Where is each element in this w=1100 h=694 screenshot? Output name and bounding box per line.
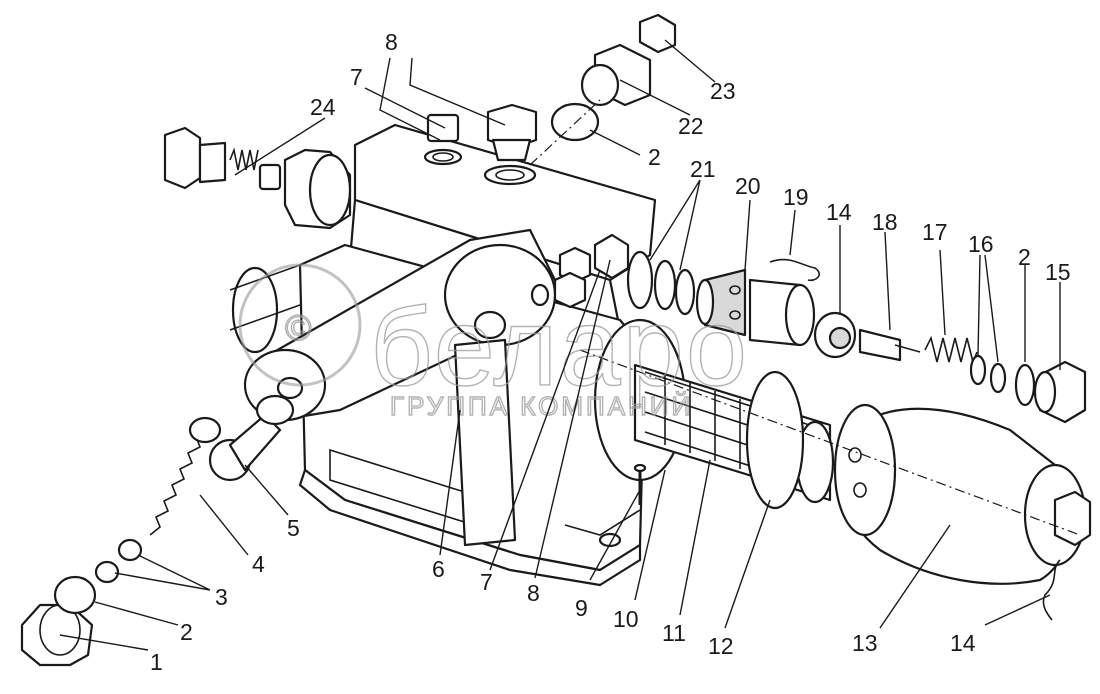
cotter-pin-19 — [769, 258, 820, 282]
watermark-logo: © беларо ГРУППА КОМПАНИЙ — [238, 263, 749, 422]
axis-top — [529, 99, 601, 166]
callout-12: 12 — [708, 633, 734, 659]
callout-2-right: 2 — [1018, 244, 1031, 270]
nut-23 — [638, 13, 677, 54]
callout-24: 24 — [310, 94, 336, 120]
callout-8-top: 8 — [385, 29, 398, 55]
cotter-pin-14-bottom — [1042, 559, 1061, 621]
leader-lines — [59, 39, 1061, 651]
callout-7-top: 7 — [350, 64, 363, 90]
callout-2-top: 2 — [648, 144, 661, 170]
callout-15: 15 — [1045, 259, 1071, 285]
callout-18: 18 — [872, 209, 898, 235]
callout-14-top: 14 — [826, 199, 852, 225]
callout-11: 11 — [662, 620, 686, 646]
plug-1 — [20, 603, 94, 667]
valve-spool-20 — [695, 268, 816, 347]
filter-cap-13 — [833, 403, 1092, 585]
callout-4: 4 — [252, 551, 265, 577]
pin-9 — [633, 463, 647, 505]
plug-7-top — [423, 113, 463, 166]
callout-13: 13 — [852, 630, 878, 656]
tie-rod-5 — [188, 394, 295, 482]
callout-23: 23 — [710, 78, 736, 104]
callout-labels: 1 2 3 4 5 6 7 8 9 10 11 12 13 14 7 8 24 … — [150, 29, 1071, 675]
callout-14-bottom: 14 — [950, 630, 976, 656]
relief-valve-24 — [163, 126, 352, 230]
ring-2-right — [1014, 363, 1036, 407]
washers-16 — [969, 354, 1007, 394]
watermark-brand: беларо — [370, 286, 749, 409]
o-ring-12 — [745, 370, 805, 510]
callout-6: 6 — [432, 556, 445, 582]
watermark-subtitle: ГРУППА КОМПАНИЙ — [390, 391, 693, 421]
washer-3a — [94, 560, 120, 584]
valve-ball-14-pin-18 — [813, 311, 921, 362]
callout-2-bottom-left: 2 — [180, 619, 193, 645]
bolts-on-bracket — [530, 233, 630, 309]
plug-8-top — [483, 103, 538, 186]
axis-filter — [579, 349, 1081, 536]
callout-10: 10 — [613, 606, 639, 632]
washer-2-left — [53, 575, 97, 615]
svg-text:©: © — [285, 307, 312, 348]
fitting-22 — [580, 43, 652, 107]
callout-20: 20 — [735, 173, 761, 199]
callout-21: 21 — [690, 156, 716, 182]
ring-2-top — [550, 102, 600, 142]
callout-19: 19 — [783, 184, 809, 210]
callout-9: 9 — [575, 595, 588, 621]
washer-3b — [117, 538, 143, 562]
callout-17: 17 — [922, 219, 948, 245]
callout-22: 22 — [678, 113, 704, 139]
callout-1: 1 — [150, 649, 163, 675]
callout-8-bottom: 8 — [527, 580, 540, 606]
callout-5: 5 — [287, 515, 300, 541]
callout-16: 16 — [968, 231, 994, 257]
plug-15 — [1033, 360, 1087, 424]
o-rings-21 — [626, 250, 696, 316]
spring-17 — [924, 335, 978, 365]
callout-7-bottom: 7 — [480, 569, 493, 595]
callout-3: 3 — [215, 584, 228, 610]
